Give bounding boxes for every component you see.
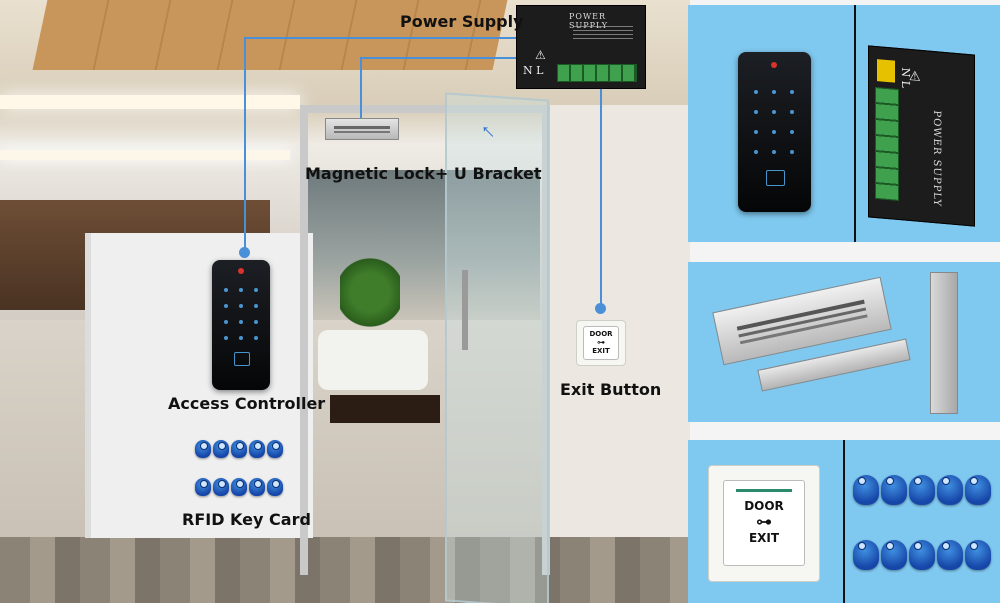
ceiling-wood: [32, 0, 508, 70]
rfid-card: [881, 475, 907, 505]
psu-terminal-label: N L: [523, 64, 544, 77]
panel-magnetic-lock: [688, 262, 1000, 422]
rfid-card: [881, 540, 907, 570]
magnetic-lock: [325, 118, 399, 140]
keypad-product: [738, 52, 811, 212]
psu-spec-lines: [573, 26, 633, 42]
psu-terminal-block: [875, 86, 899, 202]
power-supply-unit: POWER SUPPLY ⚠ N L: [516, 5, 646, 89]
rfid-card: [965, 475, 991, 505]
exit-exit-text: EXIT: [592, 347, 610, 355]
sofa: [318, 330, 428, 390]
key-icon: ⊶: [597, 338, 605, 347]
psu-title: POWER SUPPLY: [569, 12, 607, 30]
ceiling-light-strip: [0, 150, 290, 160]
psu-title-product: POWER SUPPLY: [931, 109, 942, 208]
rfid-key-card-label: RFID Key Card: [182, 510, 311, 529]
panel-controller-psu: POWER SUPPLY ⚠ N L: [688, 5, 1000, 242]
exit-door-text: DOOR: [589, 330, 613, 338]
wire-end: [595, 303, 606, 314]
card-reader-icon: [766, 170, 785, 186]
rfid-card: [231, 478, 247, 496]
card-reader-icon: [234, 352, 250, 366]
rfid-card: [937, 540, 963, 570]
door-frame: [300, 105, 550, 575]
rfid-card: [853, 540, 879, 570]
exit-button-device: DOOR ⊶ EXIT: [576, 320, 626, 366]
rfid-card: [249, 440, 265, 458]
plant: [340, 255, 400, 330]
rfid-card: [909, 540, 935, 570]
wire: [244, 37, 246, 252]
ceiling-light-strip: [0, 95, 300, 109]
rfid-card: [937, 475, 963, 505]
exit-button-product: DOOR ⊶ EXIT: [708, 465, 820, 582]
key-icon: ⊶: [756, 512, 772, 531]
rfid-card: [249, 478, 265, 496]
exit-button-label: Exit Button: [560, 380, 662, 399]
wire: [360, 57, 362, 119]
rfid-card: [195, 478, 211, 496]
wire-end: [239, 247, 250, 258]
rfid-card: [909, 475, 935, 505]
rfid-card: [213, 440, 229, 458]
psu-terminal-label: N L: [899, 67, 912, 89]
exit-door-text: DOOR: [744, 499, 784, 513]
psu-warning-icon: ⚠: [535, 48, 546, 62]
rfid-card: [213, 478, 229, 496]
u-bracket: [930, 272, 958, 414]
door-handle: [462, 270, 468, 350]
rfid-card: [965, 540, 991, 570]
wire: [360, 57, 522, 59]
fuse: [877, 59, 895, 83]
magnetic-lock-label: Magnetic Lock+ U Bracket: [305, 164, 542, 183]
access-controller-keypad: [212, 260, 270, 390]
panel-exit-rfid: DOOR ⊶ EXIT: [688, 440, 1000, 603]
stone-wall: [0, 537, 690, 603]
rfid-card: [853, 475, 879, 505]
rfid-card: [267, 478, 283, 496]
rfid-card: [231, 440, 247, 458]
psu-product: POWER SUPPLY ⚠ N L: [868, 45, 975, 227]
power-supply-label: Power Supply: [400, 12, 524, 31]
wire: [244, 37, 522, 39]
coffee-table: [330, 395, 440, 423]
psu-terminal-block: [557, 64, 637, 82]
exit-exit-text: EXIT: [748, 531, 780, 545]
rfid-card: [267, 440, 283, 458]
rfid-card: [195, 440, 211, 458]
wire: [600, 87, 602, 307]
access-controller-label: Access Controller: [168, 394, 326, 413]
